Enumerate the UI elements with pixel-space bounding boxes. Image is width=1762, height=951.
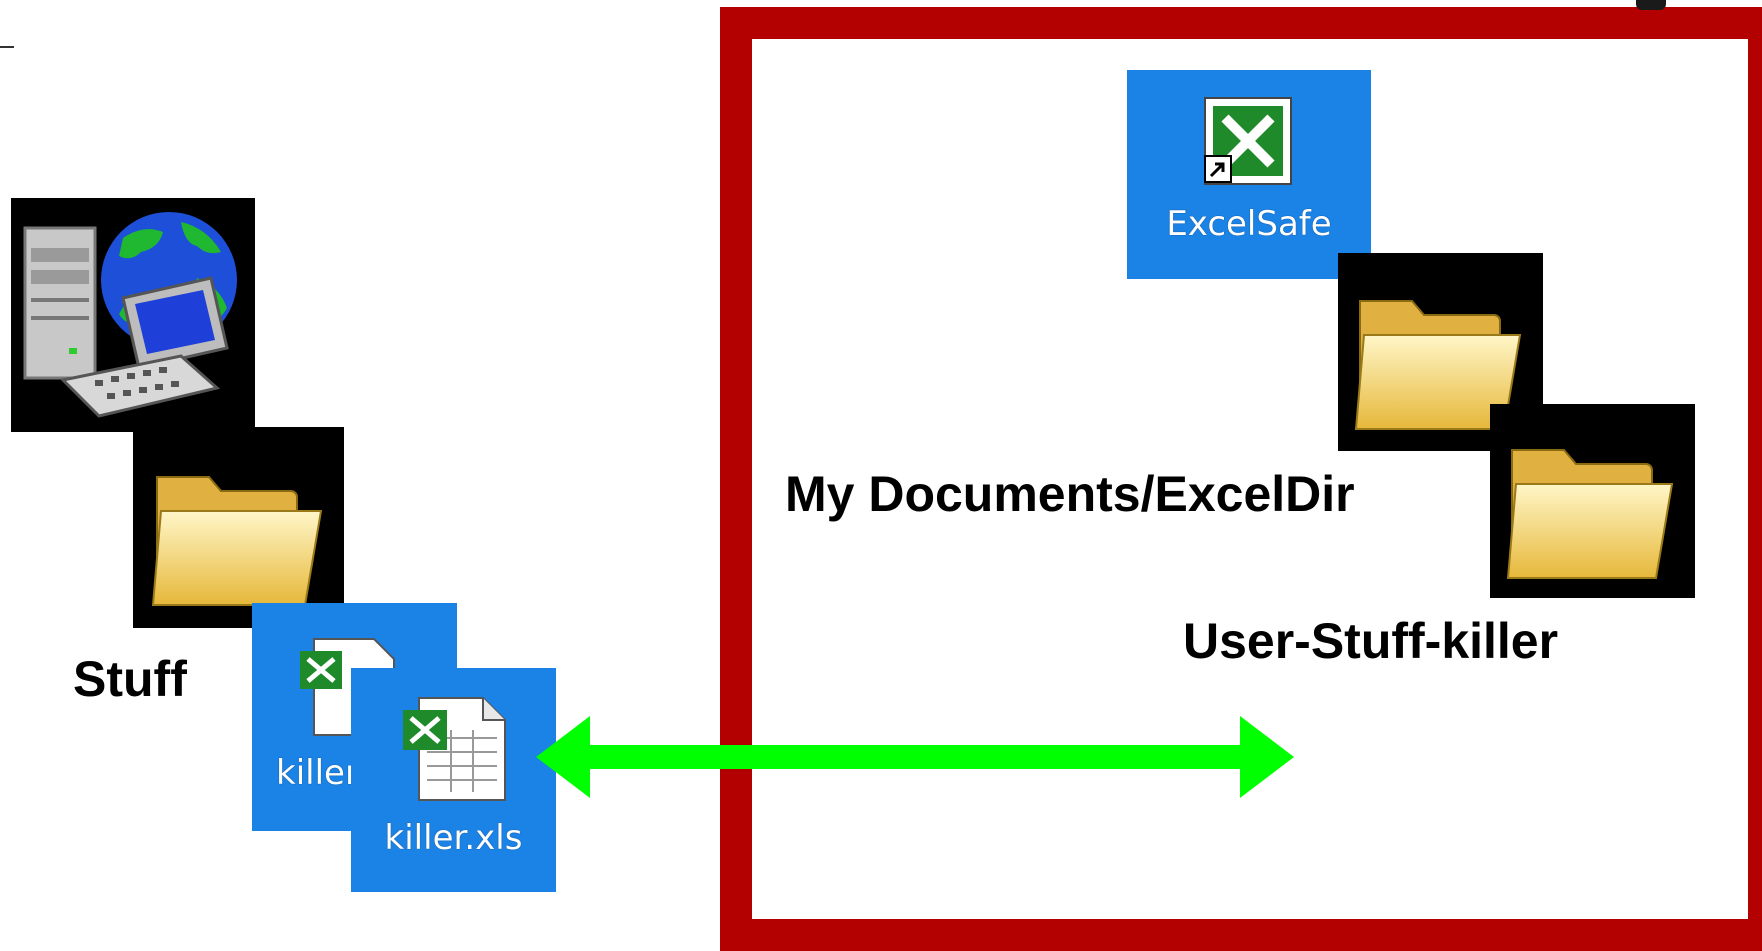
double-arrow-connector — [536, 716, 1294, 798]
excel-shortcut-label: ExcelSafe — [1166, 204, 1332, 244]
network-computer-icon[interactable] — [11, 198, 255, 432]
folder-label-my-documents: My Documents/ExcelDir — [785, 466, 1355, 522]
edge-tick-mark — [0, 46, 14, 48]
folder-icon[interactable] — [133, 427, 344, 628]
folder-label-stuff: Stuff — [73, 651, 187, 707]
folder-icon[interactable] — [1490, 404, 1695, 598]
frame-title-fragment — [1636, 0, 1666, 10]
folder-icon[interactable] — [1338, 253, 1543, 451]
excel-shortcut-icon[interactable]: ExcelSafe — [1127, 70, 1371, 279]
sandbox-frame-bottom — [720, 919, 1762, 951]
folder-label-user-stuff-killer: User-Stuff-killer — [1183, 613, 1559, 669]
excel-file-tile[interactable]: killer.xls — [351, 668, 556, 892]
excel-file-label: killer.xls — [384, 818, 523, 858]
